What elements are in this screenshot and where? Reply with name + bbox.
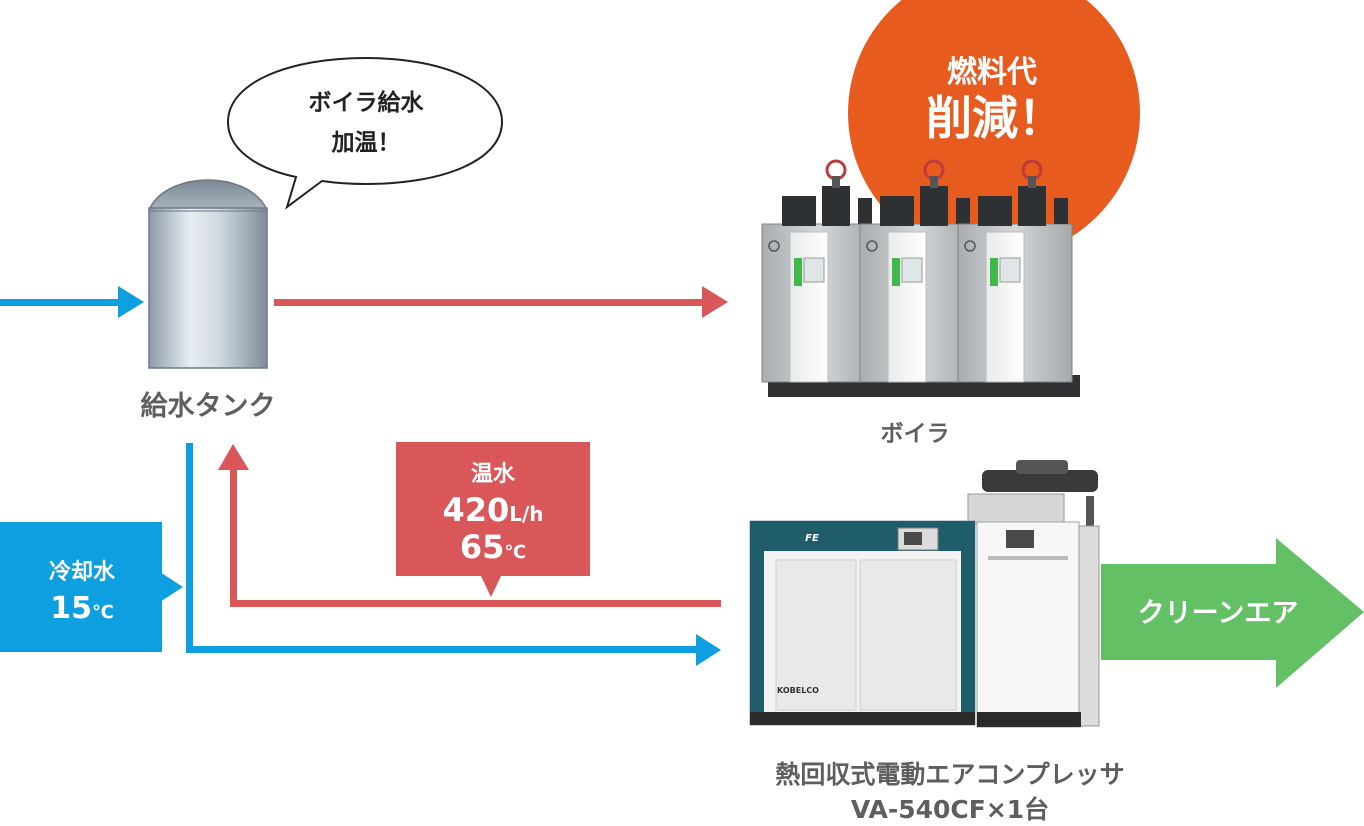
boiler-unit — [957, 159, 1073, 383]
feed-tank-label: 給水タンク — [140, 391, 276, 422]
compressor-name-label: 熱回収式電動エアコンプレッサ — [775, 760, 1125, 789]
hot-water-temp: 65℃ — [460, 528, 526, 566]
boiler-illustration — [761, 159, 1080, 397]
tank-to-boiler-arrow — [274, 286, 728, 318]
cold-water-inlet-arrow — [0, 286, 144, 318]
hot-water-flow: 420L/h — [442, 491, 543, 529]
clean-air-label: クリーンエア — [1138, 598, 1299, 629]
compressor-front-logo: KOBELCO — [777, 686, 819, 695]
savings-badge-line1: 燃料代 — [947, 55, 1037, 90]
hot-water-title: 温水 — [471, 462, 516, 487]
cooling-water-temp: 15℃ — [50, 591, 114, 626]
feed-tank-illustration — [147, 179, 269, 369]
clean-air-arrow: クリーンエア — [1101, 538, 1364, 688]
air-compressor-illustration: FE KOBELCO — [749, 460, 1100, 728]
boiler-unit — [859, 159, 975, 383]
boiler-unit — [761, 159, 877, 383]
compressor-to-tank-hot-arrow — [218, 444, 721, 607]
hot-water-box: 温水 420L/h 65℃ — [396, 442, 590, 597]
compressor-brand-mark: FE — [805, 533, 819, 544]
boiler-label: ボイラ — [880, 421, 950, 447]
speech-bubble: ボイラ給水 加温！ — [226, 56, 504, 210]
speech-bubble-line1: ボイラ給水 — [309, 89, 425, 116]
savings-badge-line2: 削減！ — [926, 91, 1064, 145]
speech-bubble-shape — [226, 56, 504, 210]
tank-to-compressor-cold-arrow — [186, 443, 721, 666]
cooling-water-box: 冷却水 15℃ — [0, 522, 183, 652]
speech-bubble-line2: 加温！ — [331, 130, 401, 156]
compressor-model-label: VA-540CF×1台 — [850, 795, 1050, 824]
cooling-water-title: 冷却水 — [49, 559, 116, 585]
